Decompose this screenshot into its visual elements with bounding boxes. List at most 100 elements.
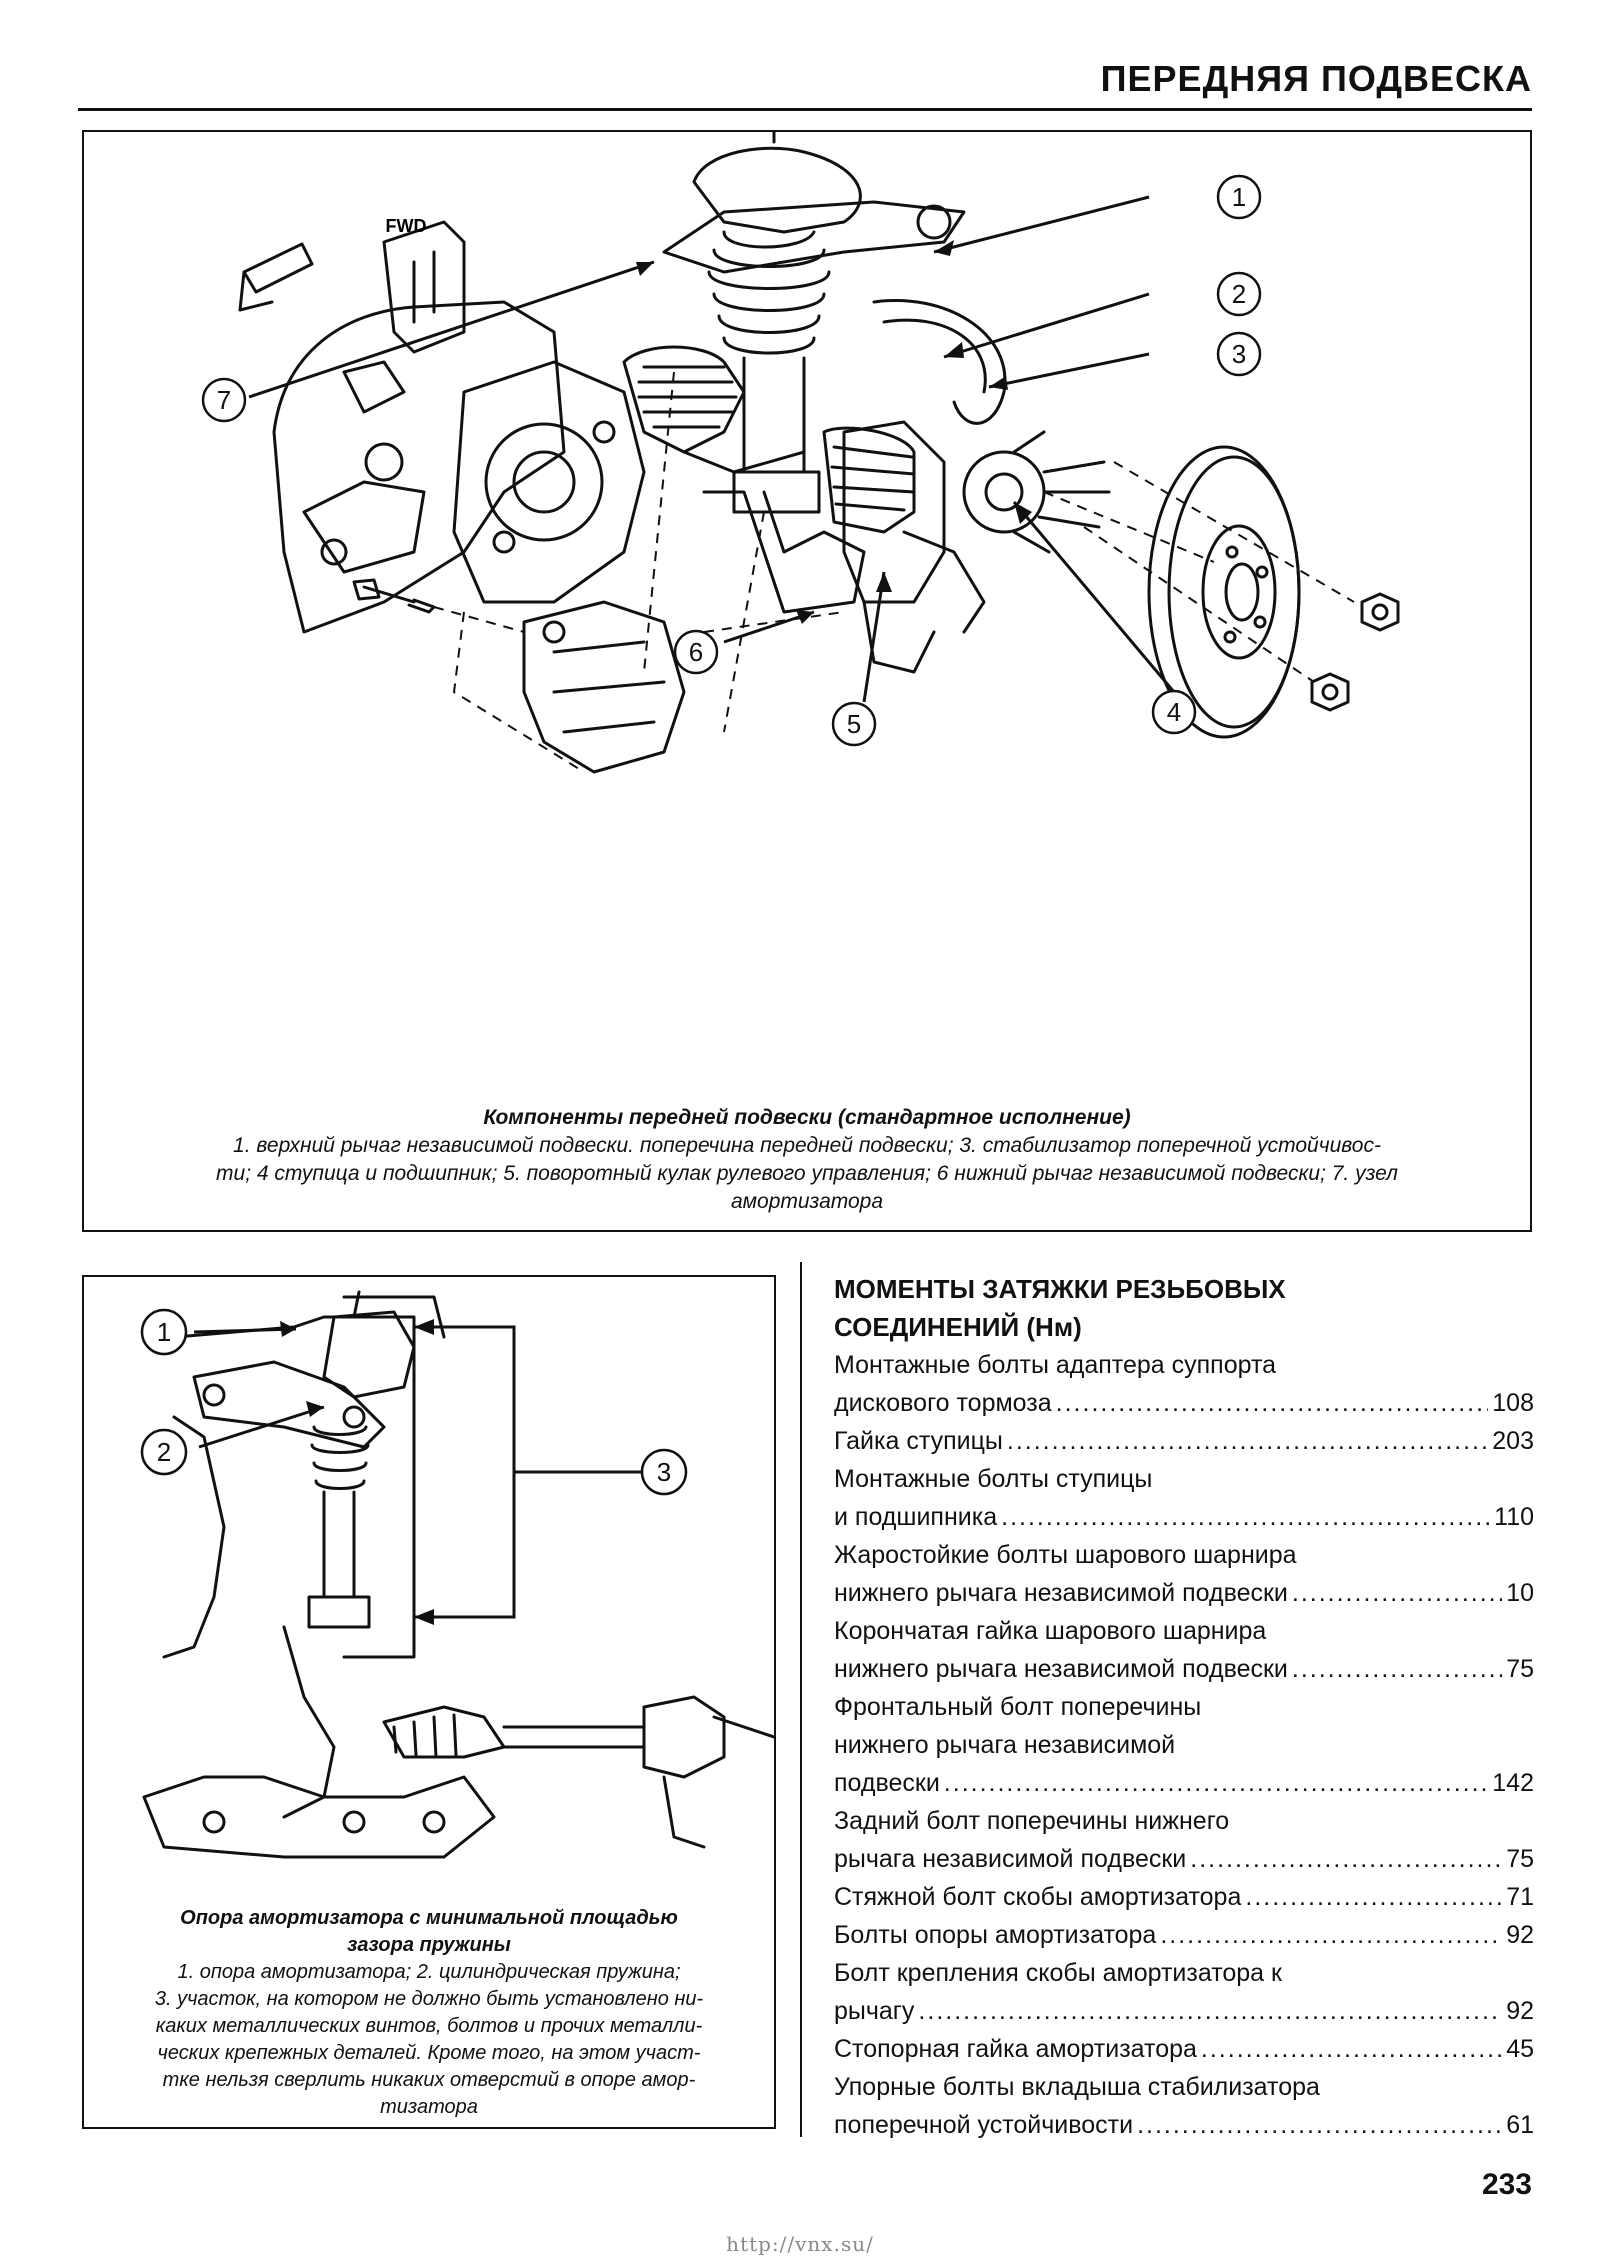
callout-5-label: 5 (847, 709, 861, 739)
torque-item-line: нижнего рычага независимой подвески 75 (834, 1650, 1534, 1688)
torque-item-value: 61 (1506, 2111, 1534, 2139)
torque-item-label: нижнего рычага независимой подвески (834, 1655, 1288, 1683)
callout-6-label: 6 (689, 637, 703, 667)
column-divider (800, 1262, 802, 2137)
dot-leader (1001, 1498, 1490, 1536)
figure2-caption-line: каких металлических винтов, болтов и про… (155, 2015, 703, 2037)
torque-item: Гайка ступицы203 (834, 1422, 1534, 1460)
leader-4 (1012, 501, 1176, 693)
figure-front-suspension: 1 2 3 4 5 6 7 FWD Компоненты передней по… (82, 130, 1532, 1232)
dot-leader (1056, 1384, 1489, 1422)
callout-3-label: 3 (657, 1457, 671, 1487)
torque-item: Корончатая гайка шарового шарнира нижнего… (834, 1612, 1534, 1688)
figure2-caption-line: ческих крепежных деталей. Кроме того, на… (157, 2042, 701, 2064)
torque-item-label: рычагу (834, 1997, 915, 2025)
callout-1 (140, 1308, 188, 1356)
torque-item-line: рычага независимой подвески75 (834, 1840, 1534, 1878)
torque-item: Монтажные болты ступицы и подшипника110 (834, 1460, 1534, 1536)
torque-item-line: Гайка ступицы203 (834, 1422, 1534, 1460)
torque-item-value: 92 (1506, 1921, 1534, 1949)
header-rule (78, 108, 1532, 111)
dot-leader (1292, 1650, 1502, 1688)
figure1-caption-line: амортизатора (730, 1190, 884, 1213)
torque-item: Болт крепления скобы амортизатора к рычаг… (834, 1954, 1534, 2030)
torque-item-value: 203 (1492, 1427, 1534, 1455)
callout-7-label: 7 (217, 385, 231, 415)
dot-leader (1201, 2030, 1502, 2068)
strut-mount-illustration: 1 2 3 (140, 1290, 774, 1859)
torque-specs: МОМЕНТЫ ЗАТЯЖКИ РЕЗЬБОВЫХ СОЕДИНЕНИЙ (Нм… (834, 1270, 1534, 2144)
torque-item-value: 142 (1492, 1769, 1534, 1797)
figure2-caption-line: 3. участок, на котором не должно быть ус… (154, 1988, 704, 2010)
page-number: 233 (1481, 2168, 1532, 2201)
dot-leader (1245, 1878, 1502, 1916)
torque-item-line: и подшипника110 (834, 1498, 1534, 1536)
figure2-caption-line: тке нельзя сверлить никаких отверстий в … (162, 2069, 696, 2091)
fwd-arrow-icon (238, 242, 314, 312)
dot-leader (918, 1992, 1502, 2030)
torque-item-text: Фронтальный болт поперечины (834, 1693, 1202, 1721)
torque-item-label: и подшипника (834, 1503, 998, 1531)
section-title: ПЕРЕДНЯЯ ПОДВЕСКА (1100, 58, 1532, 99)
torque-item: Упорные болты вкладыша стабилизатора попе… (834, 2068, 1534, 2144)
figure1-caption-line: 1. верхний рычаг независимой подвески. п… (233, 1134, 1381, 1157)
torque-item-line: подвески 142 (834, 1764, 1534, 1802)
torque-item-text: Жаростойкие болты шарового шарнира (834, 1541, 1297, 1569)
torque-item-value: 45 (1506, 2035, 1534, 2063)
torque-item-label: Болты опоры амортизатора (834, 1921, 1157, 1949)
callout-2-label: 2 (157, 1437, 171, 1467)
callout-7 (201, 377, 247, 423)
figure1-caption-title: Компоненты передней подвески (стандартно… (483, 1106, 1131, 1129)
torque-item-value: 75 (1506, 1845, 1534, 1873)
torque-item-line: Стопорная гайка амортизатора 45 (834, 2030, 1534, 2068)
leader-5 (862, 571, 886, 703)
callout-4 (1151, 689, 1197, 735)
callout-6 (673, 629, 719, 675)
fwd-label: FWD (386, 216, 427, 236)
dot-leader (944, 1764, 1488, 1802)
torque-list: Монтажные болты адаптера суппорта дисково… (834, 1346, 1534, 2144)
dot-leader (1137, 2106, 1502, 2144)
dot-leader (1190, 1840, 1502, 1878)
callout-1-label: 1 (1232, 182, 1246, 212)
torque-item: Стопорная гайка амортизатора 45 (834, 2030, 1534, 2068)
torque-item-label: поперечной устойчивости (834, 2111, 1134, 2139)
callout-5 (831, 701, 877, 747)
torque-item-value: 75 (1506, 1655, 1534, 1683)
callout-2-label: 2 (1232, 279, 1246, 309)
torque-item-label: подвески (834, 1769, 940, 1797)
torque-item-line: Стяжной болт скобы амортизатора 71 (834, 1878, 1534, 1916)
callout-3-label: 3 (1232, 339, 1246, 369)
dot-leader (1007, 1422, 1488, 1460)
torque-title: СОЕДИНЕНИЙ (Нм) (834, 1312, 1082, 1342)
callout-3 (640, 1448, 688, 1496)
torque-item: Фронтальный болт поперечины нижнего рычаг… (834, 1688, 1534, 1802)
dot-leader (1292, 1574, 1502, 1612)
torque-item-value: 71 (1506, 1883, 1534, 1911)
torque-item-line: Болты опоры амортизатора 92 (834, 1916, 1534, 1954)
callout-4-label: 4 (1167, 697, 1181, 727)
torque-item-value: 108 (1492, 1389, 1534, 1417)
callout-3 (1216, 331, 1262, 377)
torque-item-text: Монтажные болты ступицы (834, 1465, 1153, 1493)
callout-2 (140, 1428, 188, 1476)
torque-item: Болты опоры амортизатора 92 (834, 1916, 1534, 1954)
torque-item-text: Корончатая гайка шарового шарнира (834, 1617, 1267, 1645)
torque-item: Монтажные болты адаптера суппорта дисково… (834, 1346, 1534, 1422)
torque-item-value: 92 (1506, 1997, 1534, 2025)
torque-item-text: Упорные болты вкладыша стабилизатора (834, 2073, 1320, 2101)
torque-item-label: дискового тормоза (834, 1389, 1052, 1417)
callout-2 (1216, 271, 1262, 317)
callout-1 (1216, 174, 1262, 220)
leader-3 (988, 352, 1150, 389)
torque-item-line: рычагу 92 (834, 1992, 1534, 2030)
dot-leader (1160, 1916, 1502, 1954)
torque-item-label: Стопорная гайка амортизатора (834, 2035, 1197, 2063)
torque-item-value: 10 (1506, 1579, 1534, 1607)
torque-title: МОМЕНТЫ ЗАТЯЖКИ РЕЗЬБОВЫХ (834, 1274, 1286, 1304)
torque-item-text: Монтажные болты адаптера суппорта (834, 1351, 1277, 1379)
torque-item-text: нижнего рычага независимой (834, 1731, 1176, 1759)
torque-item-text: Болт крепления скобы амортизатора к (834, 1959, 1282, 1987)
figure2-caption: Опора амортизатора с минимальной площадь… (94, 1905, 764, 2121)
torque-item-label: Стяжной болт скобы амортизатора (834, 1883, 1242, 1911)
